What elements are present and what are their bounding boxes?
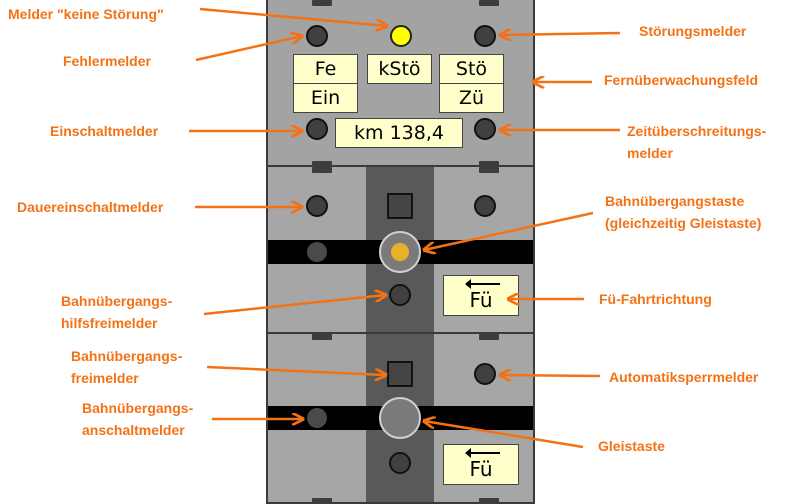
label-zue: Zü: [439, 83, 504, 113]
lamp-bottom-center: [389, 452, 411, 474]
fernueberwachungsfeld: Fe Ein kStö Stö Zü km 138,4: [268, 0, 533, 167]
einschaltmelder-lamp: [306, 118, 328, 140]
left-arrow-icon: [465, 279, 500, 289]
lamp-right: [474, 195, 496, 217]
stoerungsmelder-lamp: [474, 25, 496, 47]
bahnuebergangstaste-button[interactable]: [379, 231, 421, 273]
connector-tab: [479, 0, 499, 6]
keine-stoerung-lamp: [390, 25, 412, 47]
annotation-bahnuebergangstaste: Bahnübergangstaste (gleichzeitig Gleista…: [605, 193, 762, 231]
annotation-melder-keine-stoerung: Melder "keine Störung": [8, 6, 164, 22]
fue-fahrtrichtung-label: Fü: [443, 275, 519, 316]
gleis-feld: Fü: [268, 334, 533, 504]
annotation-zeitueberschreitungsmelder: Zeitüberschreitungs- melder: [627, 123, 767, 161]
annotation-bue-freimelder: Bahnübergangs- freimelder: [71, 348, 183, 386]
bahnuebergang-feld: Fü: [268, 167, 533, 334]
annotation-bue-anschaltmelder: Bahnübergangs- anschaltmelder: [82, 400, 194, 438]
label-ein: Ein: [293, 83, 358, 113]
connector-tab: [312, 167, 332, 173]
annotation-automatiksperrmelder: Automatiksperrmelder: [609, 369, 759, 385]
connector-tab: [479, 161, 499, 167]
annotation-fue-fahrtrichtung: Fü-Fahrtrichtung: [599, 291, 712, 307]
label-km: km 138,4: [335, 118, 463, 148]
annotation-gleistaste: Gleistaste: [598, 438, 665, 454]
connector-tab: [312, 0, 332, 6]
control-panel: Fe Ein kStö Stö Zü km 138,4 Fü: [266, 0, 535, 504]
bue-anschaltmelder-lamp: [307, 408, 327, 428]
connector-tab: [479, 334, 499, 340]
button-lit-core: [391, 243, 409, 261]
connector-tab: [312, 161, 332, 167]
connector-tab: [479, 167, 499, 173]
annotation-fehlermelder: Fehlermelder: [63, 53, 151, 69]
bue-freimelder-square: [387, 361, 413, 387]
connector-tab: [312, 498, 332, 504]
square-indicator: [387, 193, 413, 219]
annotation-einschaltmelder: Einschaltmelder: [50, 123, 159, 139]
bue-hilfsfreimelder-lamp: [389, 284, 411, 306]
connector-tab: [479, 498, 499, 504]
annotation-fernueberwachungsfeld: Fernüberwachungsfeld: [604, 72, 759, 88]
annotation-bue-hilfsfreimelder: Bahnübergangs- hilfsfreimelder: [61, 293, 173, 331]
automatiksperrmelder-lamp: [474, 363, 496, 385]
fehlermelder-lamp: [306, 25, 328, 47]
connector-tab: [312, 334, 332, 340]
fue-label-lower: Fü: [443, 444, 519, 485]
left-arrow-icon: [465, 448, 500, 458]
track-lamp: [307, 242, 327, 262]
annotation-stoerungsmelder: Störungsmelder: [639, 23, 747, 39]
label-fe: Fe: [293, 54, 358, 84]
dauereinschaltmelder-lamp: [306, 195, 328, 217]
gleistaste-button[interactable]: [379, 397, 421, 439]
label-stoe: Stö: [439, 54, 504, 84]
label-kstoe: kStö: [367, 54, 432, 84]
annotation-dauereinschaltmelder: Dauereinschaltmelder: [17, 199, 164, 215]
zeitueberschreitungsmelder-lamp: [474, 118, 496, 140]
